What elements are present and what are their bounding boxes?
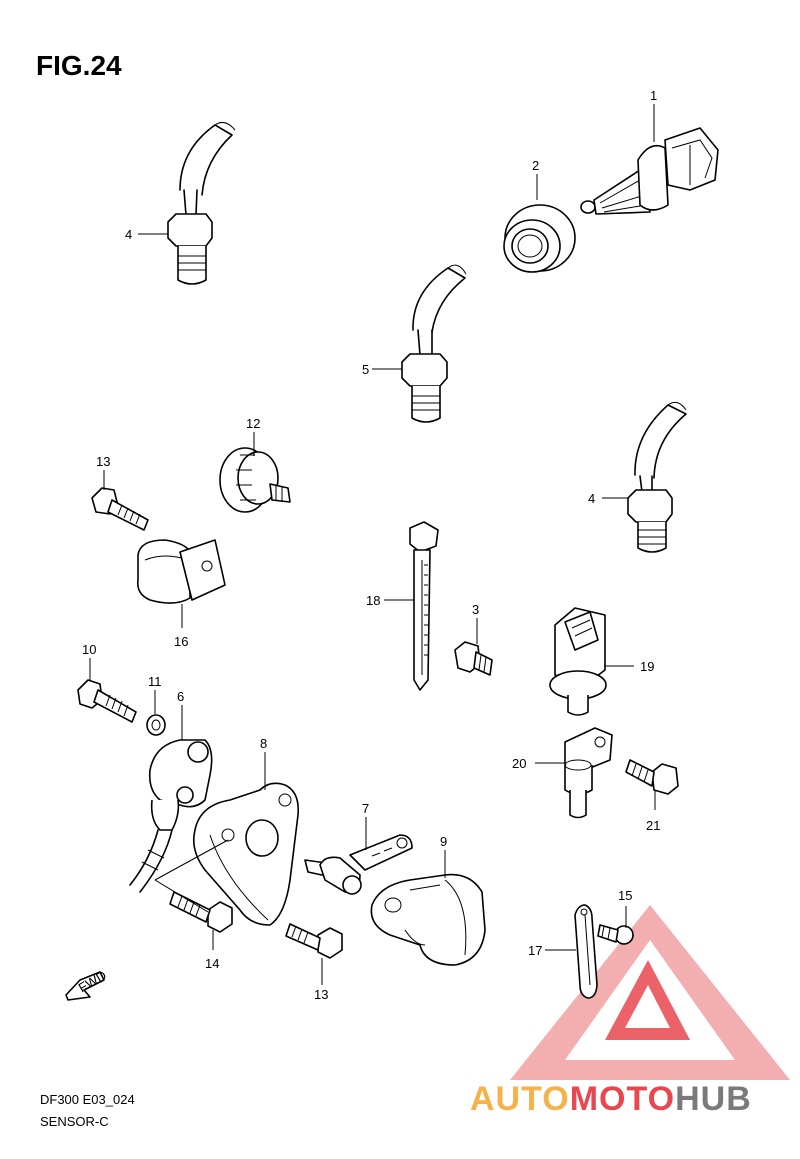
callout-8: 8 [260,736,267,751]
callout-7: 7 [362,801,369,816]
callout-19: 19 [640,659,654,674]
watermark-text: AUTOMOTOHUB [470,1080,752,1118]
part-3-bolt [454,641,493,676]
callout-16: 16 [174,634,188,649]
callout-10: 10 [82,642,96,657]
part-21-bolt [625,759,679,795]
callout-20: 20 [512,756,526,771]
part-20-fitting [564,727,613,819]
part-13-bolt-lower [285,923,343,959]
callout-13-upper: 13 [96,454,110,469]
figure-title: FIG.24 [36,50,122,81]
leader-lines [89,104,656,985]
part-12-knock-sensor [219,447,291,513]
callout-17: 17 [528,943,542,958]
watermark-hub: HUB [675,1080,752,1118]
part-15-screw [597,924,634,945]
fwd-label: FWD [76,968,109,996]
callout-5: 5 [362,362,369,377]
callout-2: 2 [532,158,539,173]
part-9-cover [370,873,486,966]
part-10-bolt [77,679,137,723]
callout-4-lower: 4 [588,491,595,506]
fwd-arrow [65,971,105,1001]
part-14-bolt [169,891,233,933]
part-7-link-rod [304,834,413,895]
callout-18: 18 [366,593,380,608]
callout-15: 15 [618,888,632,903]
watermark-moto: MOTO [570,1080,675,1118]
callout-9: 9 [440,834,447,849]
callout-21: 21 [646,818,660,833]
part-16-clamp [136,539,226,604]
part-5-sensor [401,264,467,423]
part-19-pressure-sensor [549,607,607,716]
callout-6: 6 [177,689,184,704]
callout-11: 11 [148,674,162,689]
part-13-bolt-upper [91,487,149,531]
footer-code: DF300 E03_024 [40,1092,135,1107]
part-4-sensor-upper [167,121,236,285]
callout-13-lower: 13 [314,987,328,1002]
callout-1: 1 [650,88,657,103]
callout-14: 14 [205,956,219,971]
watermark-auto: AUTO [470,1080,570,1118]
part-4-sensor-lower [627,401,687,553]
footer-name: SENSOR-C [40,1114,109,1129]
callout-4-upper: 4 [125,227,132,242]
part-6-position-sensor [129,739,213,893]
part-11-washer [146,714,166,736]
part-17-strap [574,904,598,999]
watermark-logo [510,905,790,1080]
callout-12: 12 [246,416,260,431]
callout-3: 3 [472,602,479,617]
part-1-sensor [580,127,719,215]
part-2-grommet [503,204,576,273]
part-8-bracket [192,782,300,926]
part-18-cable-tie [409,521,439,691]
